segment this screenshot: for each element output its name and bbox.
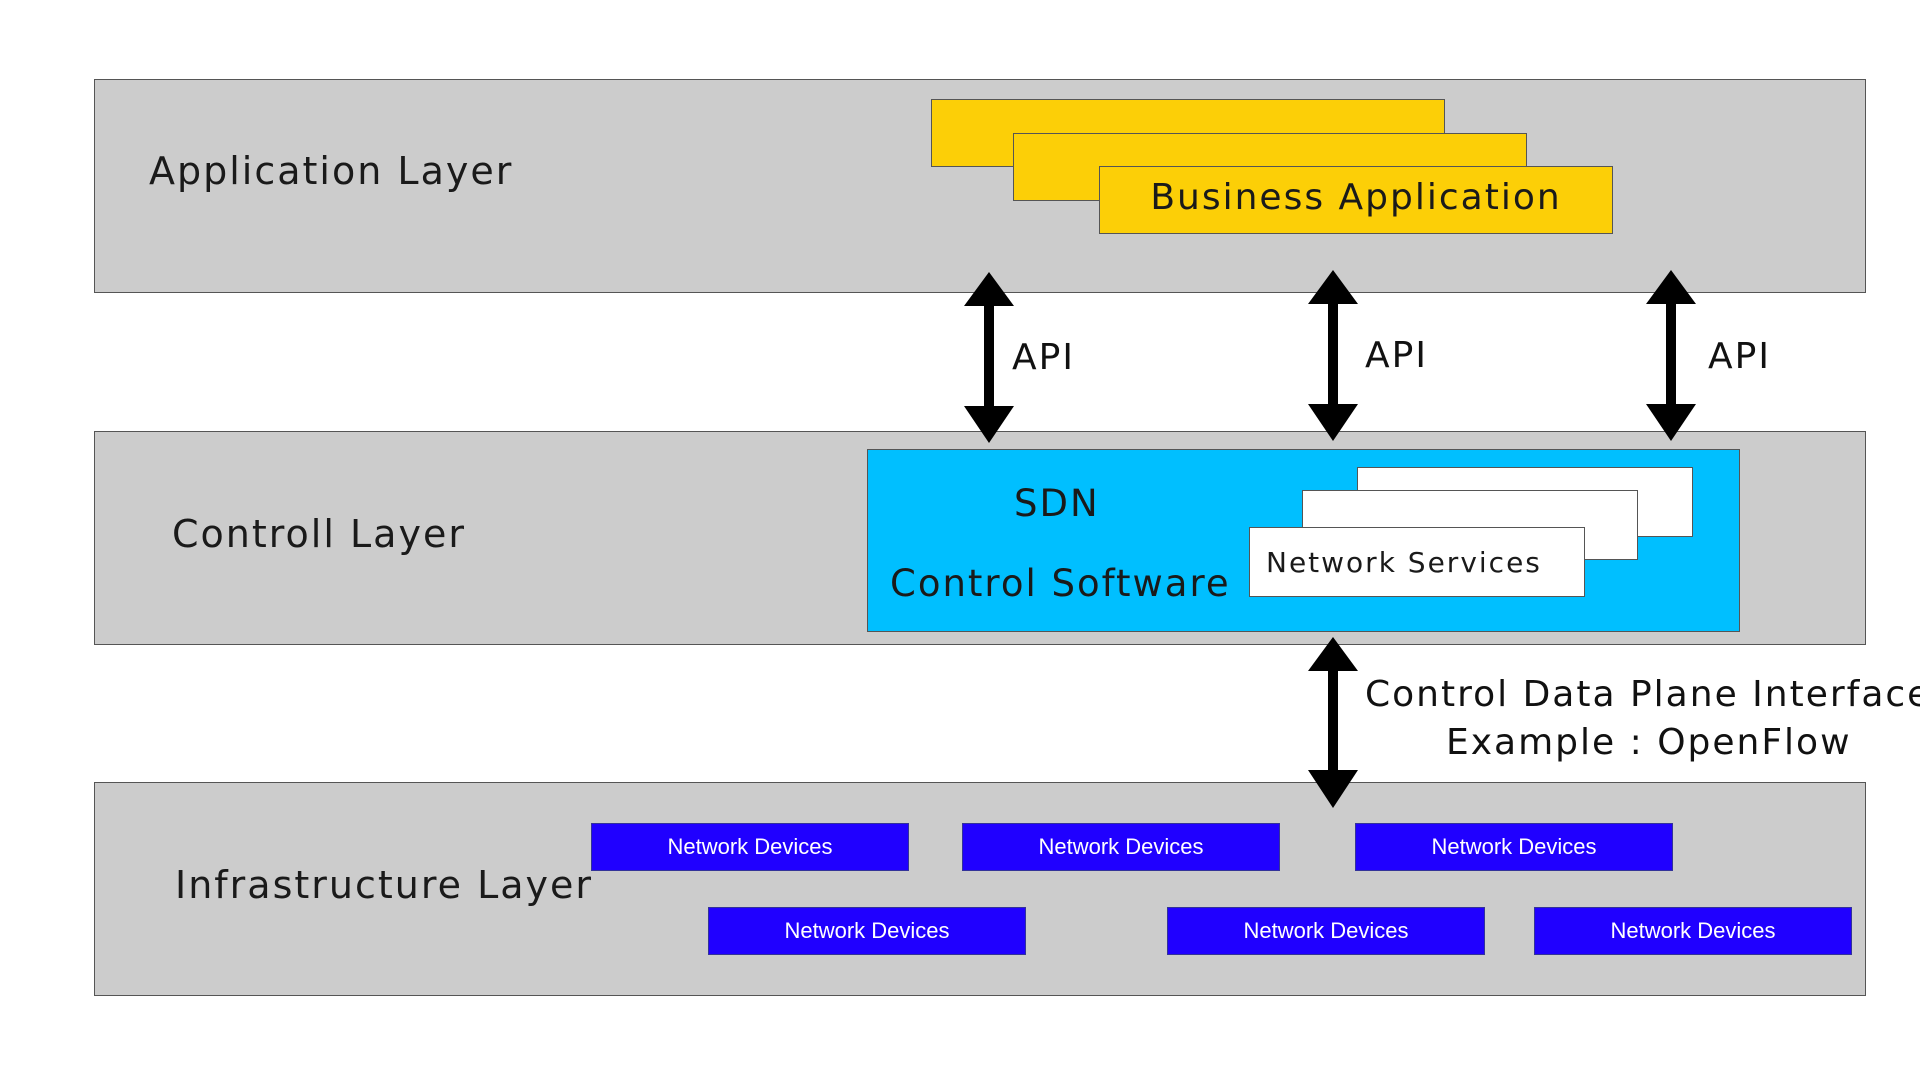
network-services-card-front: Network Services	[1249, 527, 1585, 597]
network-device-box: Network Devices	[1355, 823, 1673, 871]
network-device-box: Network Devices	[1167, 907, 1485, 955]
control-software-label: Control Software	[890, 562, 1231, 605]
control-layer-title: Controll Layer	[172, 512, 466, 556]
api-label-1: API	[1012, 337, 1075, 378]
api-arrow-3	[1646, 270, 1696, 441]
infrastructure-layer: Infrastructure Layer	[94, 782, 1866, 996]
openflow-arrow	[1308, 637, 1358, 808]
network-device-box: Network Devices	[1534, 907, 1852, 955]
business-application-card-front: Business Application	[1099, 166, 1613, 234]
business-application-label: Business Application	[1150, 177, 1562, 218]
application-layer-title: Application Layer	[149, 149, 514, 193]
infrastructure-layer-title: Infrastructure Layer	[175, 863, 594, 907]
network-services-label: Network Services	[1266, 546, 1542, 579]
sdn-label: SDN	[1014, 482, 1100, 525]
network-device-box: Network Devices	[962, 823, 1280, 871]
network-device-box: Network Devices	[591, 823, 909, 871]
api-arrow-2	[1308, 270, 1358, 441]
api-label-3: API	[1708, 336, 1771, 377]
interface-label-line2: Example : OpenFlow	[1446, 722, 1852, 763]
interface-label-line1: Control Data Plane Interface	[1365, 674, 1920, 715]
api-arrow-1	[964, 272, 1014, 443]
network-device-box: Network Devices	[708, 907, 1026, 955]
api-label-2: API	[1365, 335, 1428, 376]
